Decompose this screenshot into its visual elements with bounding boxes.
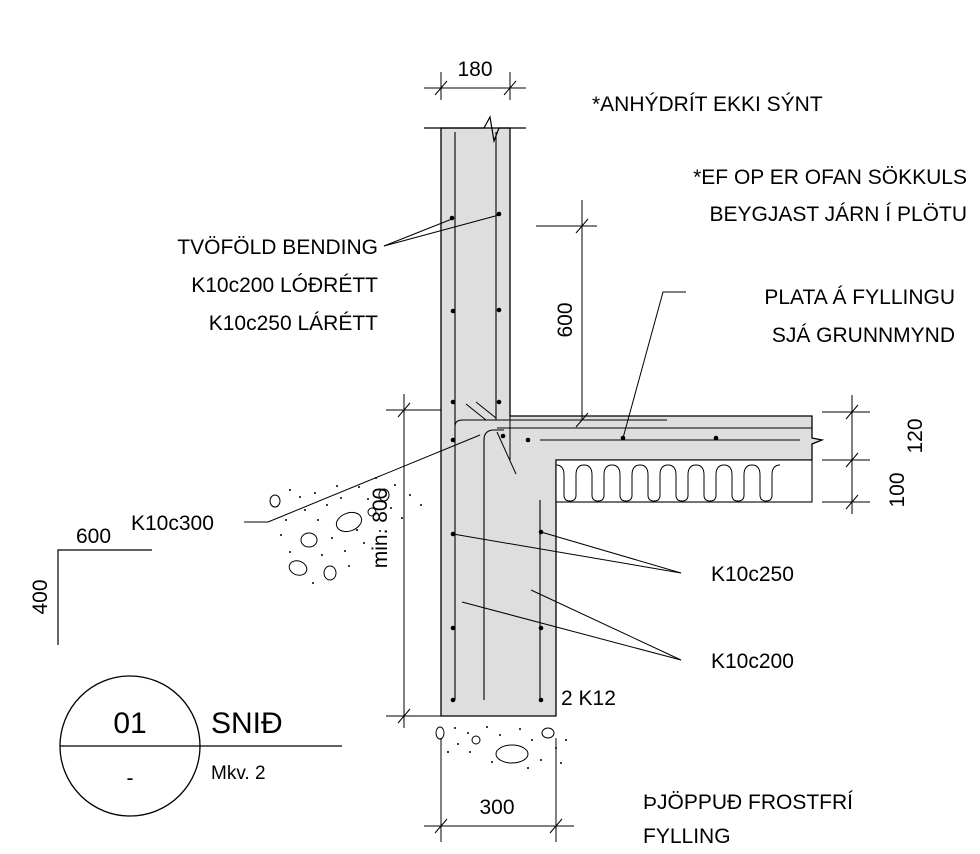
gravel-fill-bottom [435, 726, 567, 769]
gravel-fill-side [269, 477, 422, 584]
section-title: SNIÐ [211, 707, 283, 740]
wall-break-line [424, 115, 526, 144]
fill-note-line2: FYLLING [643, 825, 731, 848]
slab-insulation [555, 459, 813, 503]
rebar-label-corner: K10c300 [131, 512, 214, 535]
title-sub: - [127, 767, 134, 790]
wall-rebar-line1: TVÖFÖLD BENDING [177, 236, 378, 259]
dim-lap-length: 600 [554, 302, 577, 337]
rebar-label-vertical: K10c200 [711, 650, 794, 673]
note-anhydrit: *ANHÝDRÍT EKKI SÝNT [592, 93, 823, 116]
leader-lines [244, 214, 686, 661]
wall-rebar-line3: K10c250 LÁRÉTT [209, 312, 378, 335]
bent-bar-detail [57, 549, 152, 645]
wall-rebar-line2: K10c200 LÓÐRÉTT [191, 274, 378, 297]
title-block [59, 675, 342, 817]
dim-min-depth: min. 800 [369, 488, 392, 569]
section-scale: Mkv. 2 [211, 763, 266, 784]
title-number: 01 [113, 707, 146, 740]
dim-bend-horizontal: 600 [76, 525, 111, 548]
note-opening-line1: *EF OP ER OFAN SÖKKULS [693, 166, 967, 189]
dimension-lines [386, 72, 870, 842]
rebar-label-horizontal: K10c250 [711, 563, 794, 586]
dim-wall-width: 180 [457, 58, 492, 81]
dim-footing-width: 300 [479, 796, 514, 819]
dim-bend-vertical: 400 [29, 579, 52, 614]
insulation-hatch [555, 464, 781, 502]
slab-note-line2: SJÁ GRUNNMYND [772, 324, 955, 347]
slab-note-line1: PLATA Á FYLLINGU [764, 286, 955, 309]
note-opening-line2: BEYGJAST JÁRN Í PLÖTU [709, 203, 967, 226]
fill-note-line1: ÞJÖPPUÐ FROSTFRÍ [643, 791, 853, 814]
rebar-label-bottom: 2 K12 [561, 687, 616, 710]
dim-slab-thickness: 120 [904, 418, 927, 453]
wall-concrete [440, 127, 825, 717]
dim-insulation: 100 [886, 472, 909, 507]
